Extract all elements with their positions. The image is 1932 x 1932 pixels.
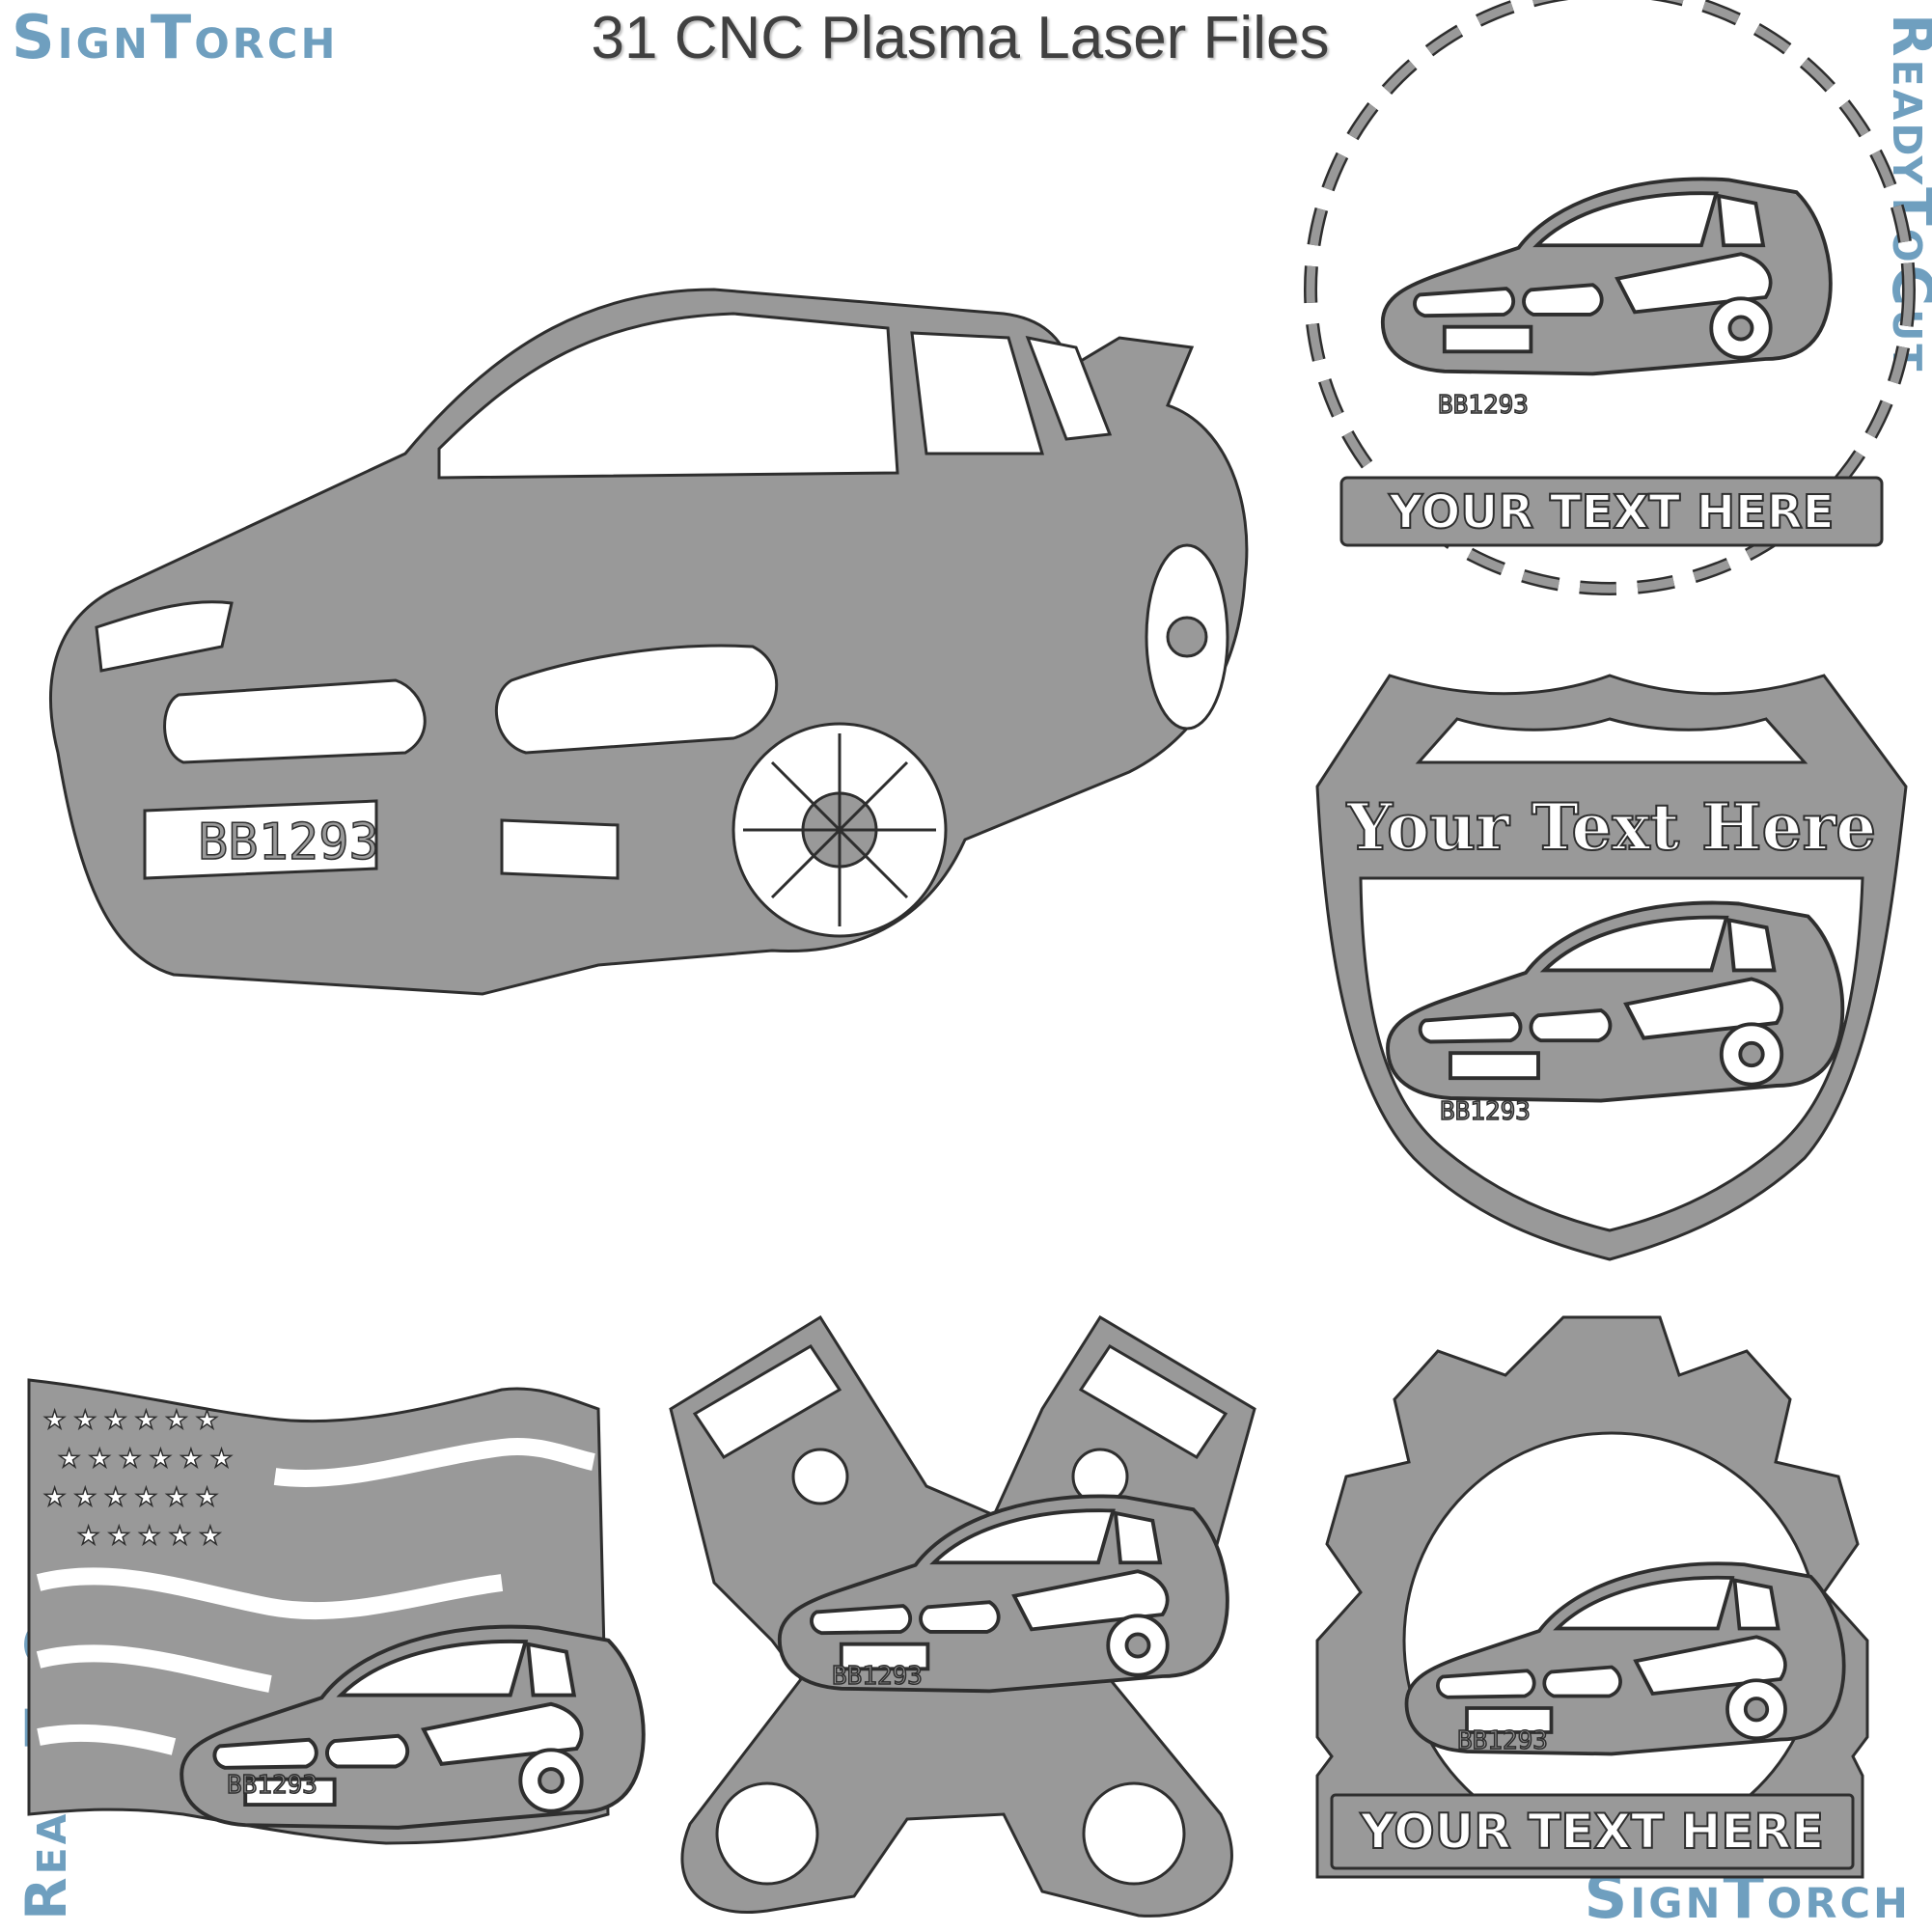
flag-sign-plate-text: BB1293 xyxy=(227,1771,317,1800)
main-car-plate-text: BB1293 xyxy=(198,814,379,871)
svg-text:★ ★ ★ ★ ★ ★: ★ ★ ★ ★ ★ ★ xyxy=(43,1483,218,1512)
gear-sign-plate-text: BB1293 xyxy=(1457,1726,1548,1755)
svg-text:★ ★ ★ ★ ★ ★: ★ ★ ★ ★ ★ ★ xyxy=(58,1445,233,1474)
shield-sign-text: Your Text Here xyxy=(1346,789,1877,865)
gear-sign-design: BB1293 YOUR TEXT HERE xyxy=(1315,1315,1869,1879)
shield-sign-plate-text: BB1293 xyxy=(1440,1097,1531,1126)
chain-sign-text: YOUR TEXT HERE xyxy=(1388,485,1834,539)
flag-sign-design: ★ ★ ★ ★ ★ ★ ★ ★ ★ ★ ★ ★ ★ ★ ★ ★ ★ ★ ★ ★ … xyxy=(27,1378,646,1845)
gear-sign-text: YOUR TEXT HERE xyxy=(1360,1804,1824,1860)
svg-text:★ ★ ★ ★ ★: ★ ★ ★ ★ ★ xyxy=(77,1522,222,1551)
brand-logo-top-left: SignTorch xyxy=(12,2,339,72)
svg-text:★ ★ ★ ★ ★ ★: ★ ★ ★ ★ ★ ★ xyxy=(43,1406,218,1435)
shield-sign-design: Your Text Here BB1293 xyxy=(1315,674,1908,1261)
page-title: 31 CNC Plasma Laser Files xyxy=(591,5,1330,71)
piston-sign-plate-text: BB1293 xyxy=(832,1662,923,1691)
chain-sign-plate-text: BB1293 xyxy=(1438,391,1529,420)
chain-sign-design: BB1293 YOUR TEXT HERE xyxy=(1304,0,1916,595)
piston-sign-design: BB1293 xyxy=(669,1314,1256,1918)
main-car-design: BB1293 xyxy=(49,288,1249,996)
